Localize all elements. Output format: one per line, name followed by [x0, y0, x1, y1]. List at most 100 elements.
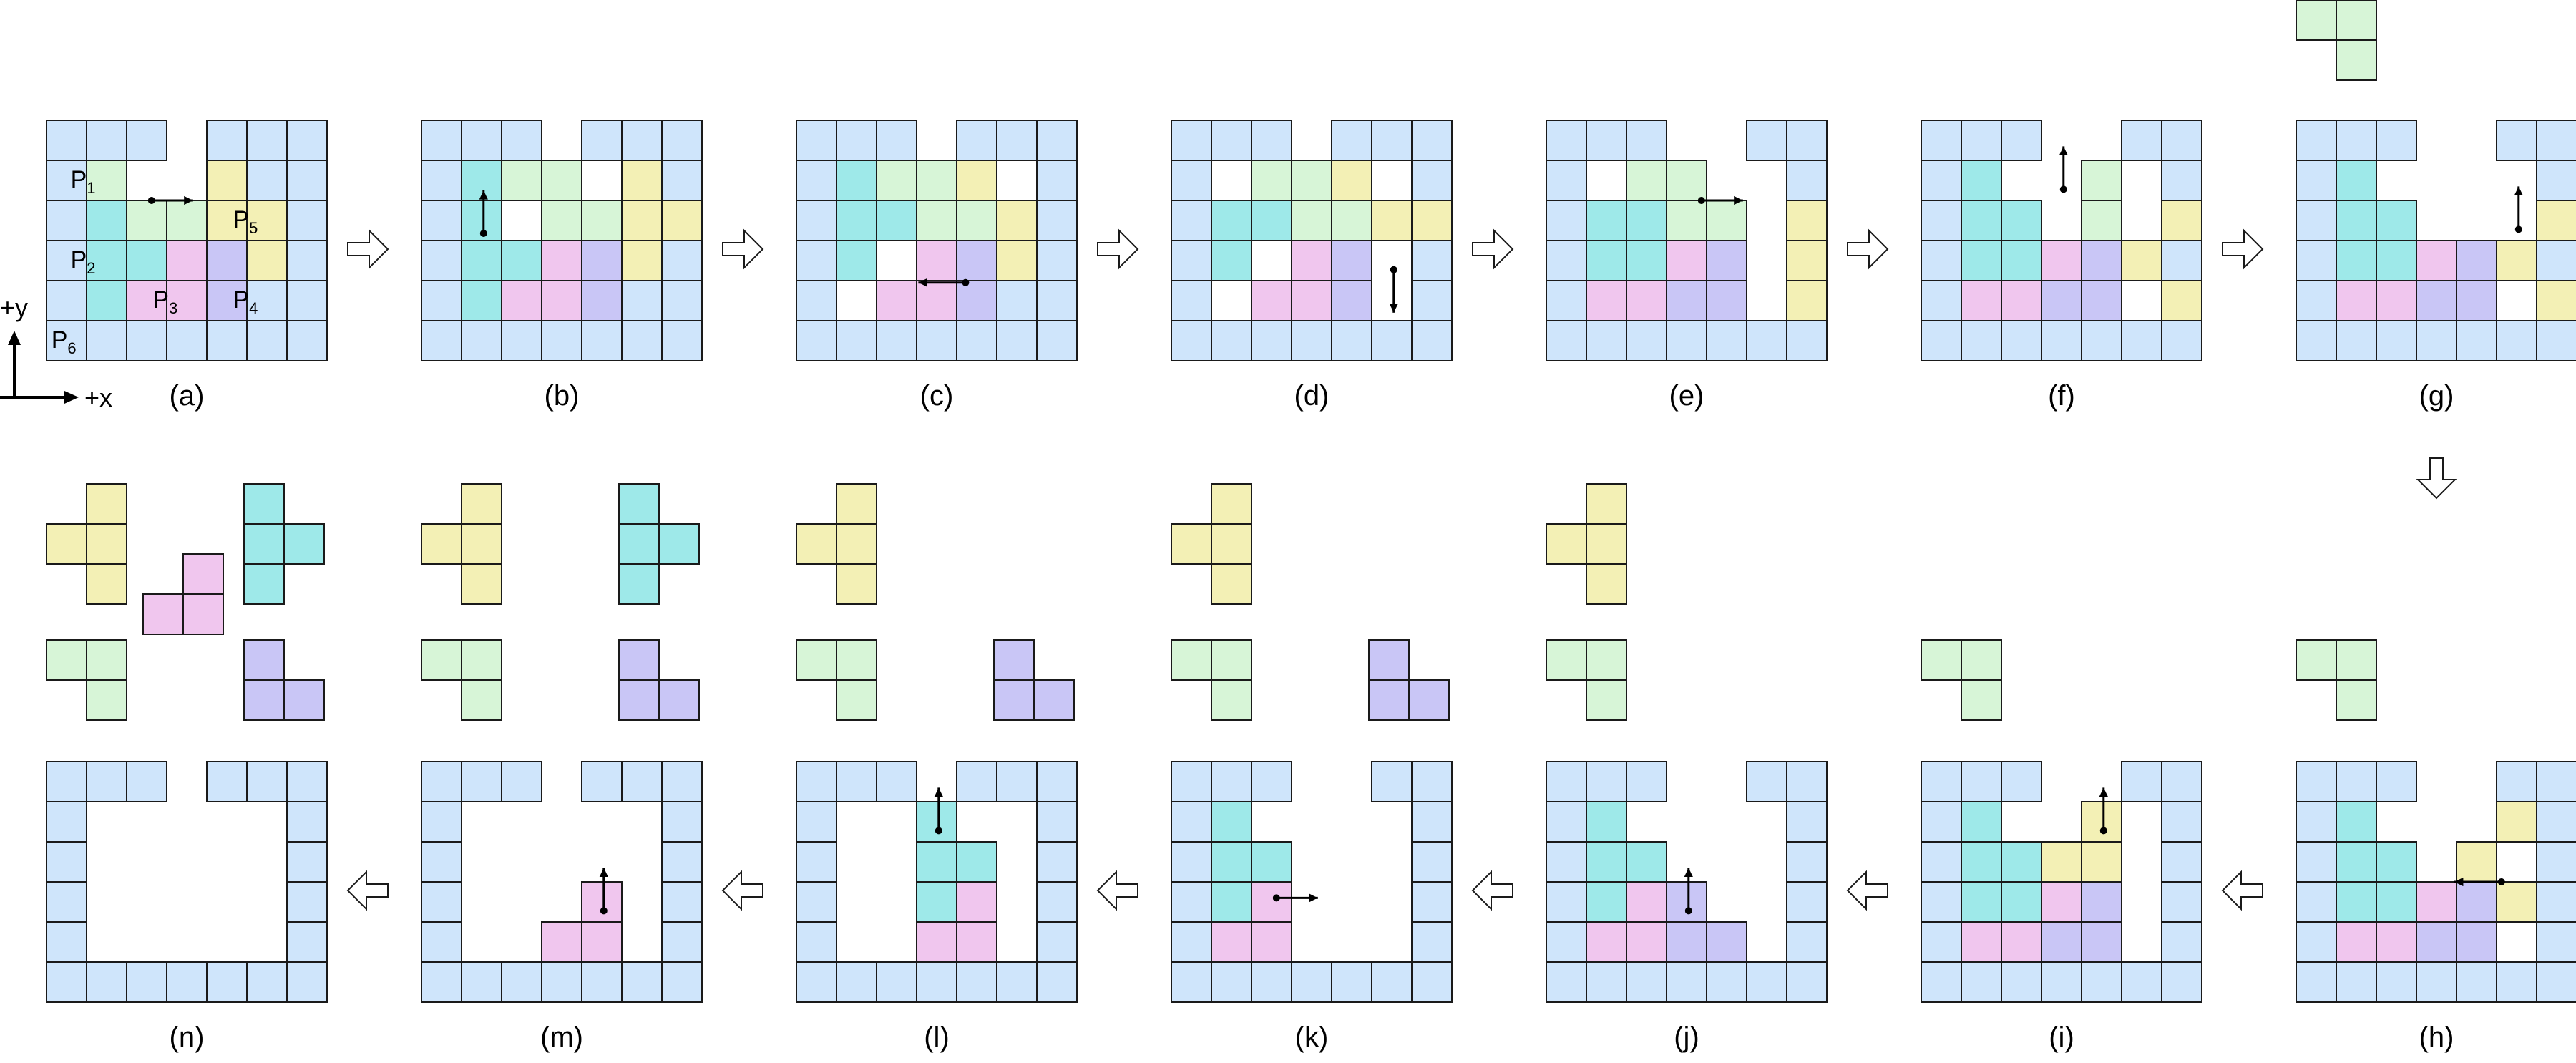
grid-cell [166, 320, 208, 361]
grid-cell [1546, 240, 1587, 281]
grid-cell [1411, 200, 1453, 241]
grid-cell [1786, 160, 1828, 201]
grid-cell [1706, 921, 1747, 963]
grid-cell [1251, 881, 1292, 923]
grid-cell [956, 761, 997, 802]
removed-piece-p4 [618, 639, 700, 721]
grid-cell [2336, 320, 2377, 361]
grid-cell [2121, 240, 2162, 281]
grid-cell [876, 200, 917, 241]
grid-cell [2376, 761, 2417, 802]
grid-cell [2336, 120, 2377, 161]
grid-cell [1546, 881, 1587, 923]
step-arrow-right [1847, 228, 1889, 270]
removed-piece-p1 [2296, 0, 2377, 81]
grid-cell [286, 761, 328, 802]
panel-m: (m) [421, 761, 703, 1053]
piece-cell [836, 483, 877, 525]
piece-cell [1211, 523, 1252, 565]
grid-cell [286, 320, 328, 361]
step-arrow-right [1097, 228, 1139, 270]
grid-cell [996, 240, 1038, 281]
panel-i: (i) [1921, 761, 2202, 1053]
piece-cell [1586, 523, 1627, 565]
removed-piece-p5 [421, 483, 502, 605]
grid-cell [1586, 200, 1627, 241]
grid-cell [1921, 761, 1962, 802]
grid-cell [1036, 200, 1078, 241]
grid-cell [1291, 320, 1332, 361]
grid-cell [2161, 841, 2202, 883]
grid-cell [956, 120, 997, 161]
grid-cell [126, 320, 167, 361]
grid-cell [2121, 120, 2162, 161]
grid-cell [1586, 841, 1627, 883]
grid-cell [1171, 841, 1212, 883]
grid-cell [661, 240, 703, 281]
grid-cell [1586, 320, 1627, 361]
grid-cell [2296, 320, 2337, 361]
grid-cell [1211, 320, 1252, 361]
piece-label-p6: P6 [52, 326, 77, 357]
grid-cell [796, 761, 837, 802]
grid-cell [1786, 320, 1828, 361]
panel-d: (d) [1171, 120, 1453, 412]
grid-cell [2376, 921, 2417, 963]
grid-cell [1331, 961, 1372, 1003]
grid-cell [876, 120, 917, 161]
piece-label-subscript: 5 [249, 219, 258, 237]
grid-cell [1211, 961, 1252, 1003]
grid-cell [2081, 240, 2122, 281]
grid-cell [1961, 801, 2002, 843]
move-arrow [2454, 877, 2505, 887]
piece-label-subscript: 4 [249, 299, 258, 317]
grid-cell [1586, 240, 1627, 281]
removed-piece-p5 [1546, 483, 1627, 605]
piece-cell [461, 523, 502, 565]
grid-cell [1546, 761, 1587, 802]
grid-cell [2296, 921, 2337, 963]
grid-cell [166, 240, 208, 281]
panel-g: (g) [2296, 120, 2576, 412]
grid-cell [836, 761, 877, 802]
grid-cell [421, 160, 462, 201]
removed-piece-p2 [618, 483, 700, 605]
grid-cell [2416, 961, 2457, 1003]
piece-label-p2: P2 [71, 246, 96, 277]
move-arrow [479, 190, 488, 237]
grid-cell [2161, 801, 2202, 843]
grid-cell [2081, 200, 2122, 241]
grid-cell [1371, 320, 1413, 361]
piece-cell [243, 523, 285, 565]
panel-caption: (h) [2419, 1021, 2454, 1053]
grid-cell [421, 280, 462, 321]
grid-cell [1251, 961, 1292, 1003]
grid-cell [46, 120, 87, 161]
grid-cell [1036, 961, 1078, 1003]
grid-cell [2001, 961, 2042, 1003]
grid-cell [286, 961, 328, 1003]
grid-cell [1666, 160, 1707, 201]
grid-cell [916, 841, 957, 883]
grid-cell [1706, 280, 1747, 321]
piece-cell [1368, 679, 1410, 721]
piece-cell [2296, 0, 2337, 41]
grid-cell [541, 280, 582, 321]
grid-cell [2081, 841, 2122, 883]
grid-cell [1586, 921, 1627, 963]
grid-cell [421, 200, 462, 241]
grid-cell [661, 320, 703, 361]
grid-cell [461, 120, 502, 161]
grid-cell [2416, 921, 2457, 963]
piece-label-letter: P [152, 286, 169, 314]
grid-cell [2536, 761, 2576, 802]
piece-label-p3: P3 [152, 286, 177, 317]
grid-cell [2081, 160, 2122, 201]
grid-cell [2336, 280, 2377, 321]
grid-cell [916, 921, 957, 963]
grid-cell [1171, 320, 1212, 361]
piece-cell [796, 639, 837, 681]
grid-cell [1626, 280, 1667, 321]
grid-cell [1251, 761, 1292, 802]
grid-cell [1586, 801, 1627, 843]
